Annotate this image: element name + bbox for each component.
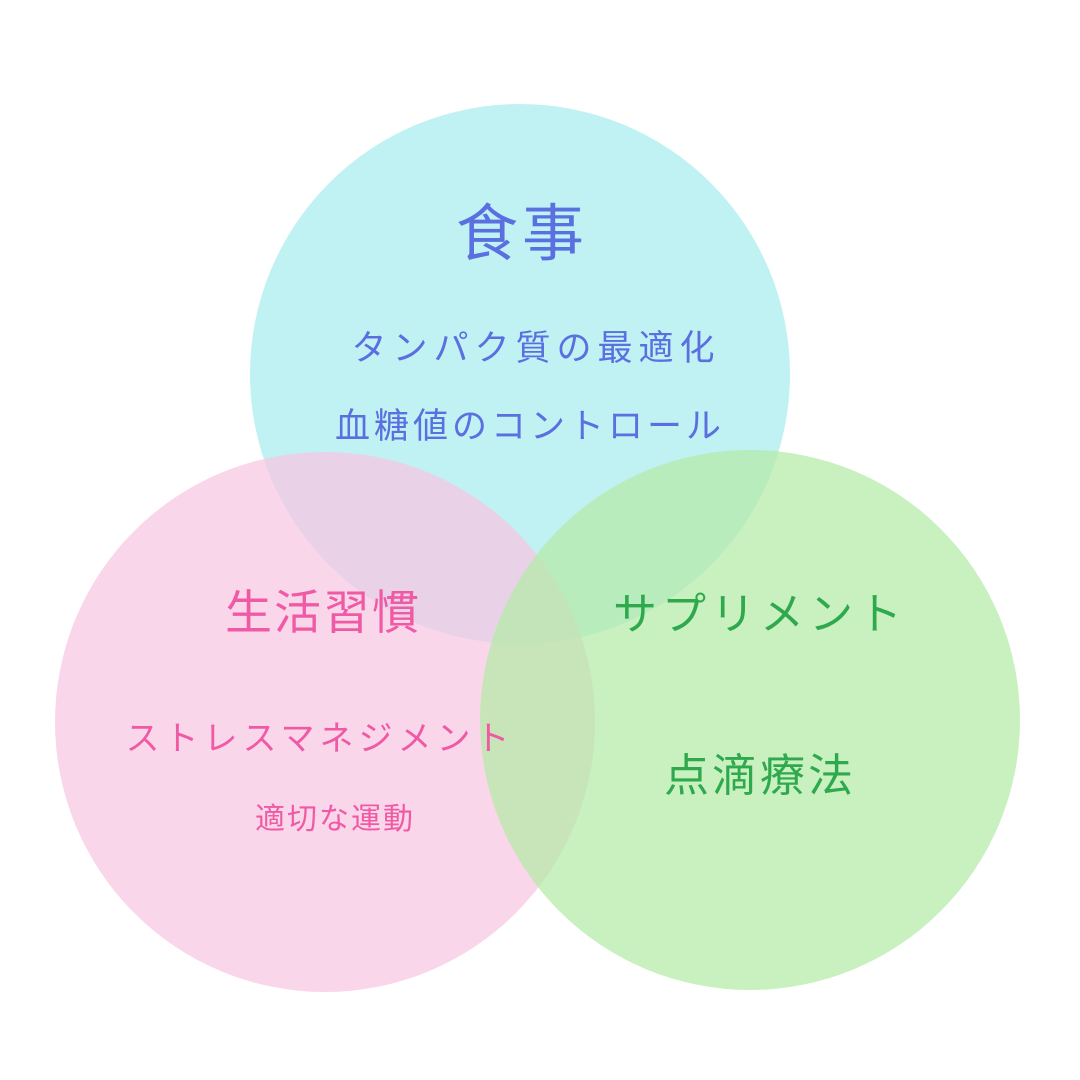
supplement-item-iv-therapy: 点滴療法 [663, 749, 857, 802]
diet-title: 食事 [455, 197, 589, 270]
lifestyle-title: 生活習慣 [225, 586, 421, 641]
diet-item-protein: タンパク質の最適化 [351, 329, 721, 369]
lifestyle-item-stress: ストレスマネジメント [125, 719, 515, 759]
diet-item-blood-sugar: 血糖値のコントロール [334, 407, 726, 447]
supplement-circle [480, 450, 1020, 990]
lifestyle-item-exercise: 適切な運動 [255, 802, 415, 837]
supplement-title: サプリメント [613, 589, 907, 640]
